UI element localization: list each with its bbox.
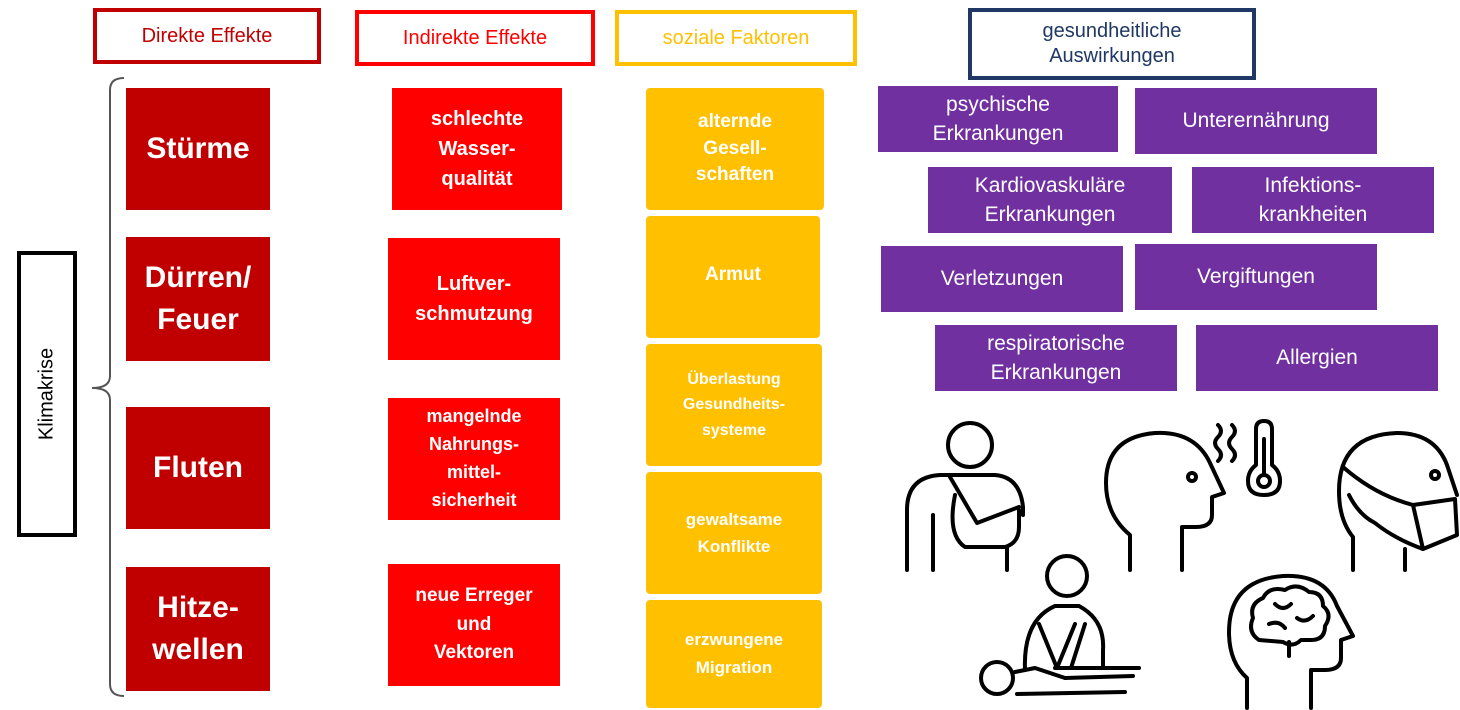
- health-impact-injuries: Verletzungen: [881, 246, 1123, 312]
- header-indirect-label: Indirekte Effekte: [402, 26, 548, 49]
- header-health-impacts: gesundheitliche Auswirkungen: [968, 8, 1256, 80]
- direct-effect-storms: Stürme: [126, 88, 270, 210]
- health-impact-poisonings: Vergiftungen: [1135, 244, 1377, 310]
- indirect-effect-food-security: mangelnde Nahrungs- mittel- sicherheit: [388, 398, 560, 520]
- header-health-label: gesundheitliche Auswirkungen: [1042, 20, 1182, 67]
- header-social-label: soziale Faktoren: [662, 26, 810, 49]
- header-indirect-effects: Indirekte Effekte: [355, 10, 595, 66]
- social-factor-label: Überlastung Gesundheits- systeme: [682, 370, 786, 439]
- header-direct-label: Direkte Effekte: [141, 24, 273, 47]
- social-factor-label: alternde Gesell- schaften: [695, 111, 775, 186]
- direct-effect-label: Fluten: [153, 451, 243, 484]
- indirect-effect-label: schlechte Wasser- qualität: [430, 108, 524, 190]
- social-factor-health-system-overload: Überlastung Gesundheits- systeme: [646, 344, 822, 466]
- header-direct-effects: Direkte Effekte: [93, 8, 321, 64]
- social-factor-label: erzwungene Migration: [684, 629, 784, 677]
- social-factor-poverty: Armut: [646, 216, 820, 338]
- direct-effect-heat-waves: Hitze- wellen: [126, 567, 270, 691]
- health-impact-label: Infektions- krankheiten: [1258, 173, 1368, 226]
- health-impact-label: Vergiftungen: [1197, 265, 1315, 289]
- health-impact-malnutrition: Unterernährung: [1135, 88, 1377, 154]
- social-factor-violent-conflicts: gewaltsame Konflikte: [646, 472, 822, 594]
- direct-effect-floods: Fluten: [126, 407, 270, 529]
- health-impact-label: psychische Erkrankungen: [932, 92, 1064, 145]
- climate-crisis-text: Klimakrise: [35, 347, 58, 441]
- social-factor-aging-societies: alternde Gesell- schaften: [646, 88, 824, 210]
- social-factor-label: gewaltsame Konflikte: [685, 509, 783, 556]
- health-impact-allergies: Allergien: [1196, 325, 1438, 391]
- health-impact-label: Unterernährung: [1182, 109, 1330, 133]
- health-impact-cardiovascular: Kardiovaskuläre Erkrankungen: [928, 167, 1172, 233]
- header-social-factors: soziale Faktoren: [615, 10, 857, 66]
- cpr-resuscitation-icon: [979, 554, 1141, 696]
- social-factor-label: Armut: [705, 263, 761, 285]
- indirect-effect-air-pollution: Luftver- schmutzung: [388, 238, 560, 360]
- indirect-effect-label: mangelnde Nahrungs- mittel- sicherheit: [426, 406, 522, 510]
- direct-effect-label: Stürme: [146, 132, 250, 165]
- health-impact-mental-disorders: psychische Erkrankungen: [878, 86, 1118, 152]
- health-impact-label: Verletzungen: [940, 267, 1064, 291]
- health-impact-label: respiratorische Erkrankungen: [987, 331, 1125, 384]
- health-impact-respiratory: respiratorische Erkrankungen: [935, 325, 1177, 391]
- health-impact-infectious-diseases: Infektions- krankheiten: [1192, 167, 1434, 233]
- climate-crisis-label: Klimakrise: [17, 251, 77, 537]
- indirect-effect-water-quality: schlechte Wasser- qualität: [392, 88, 562, 210]
- indirect-effect-pathogens-vectors: neue Erreger und Vektoren: [388, 564, 560, 686]
- health-impact-label: Kardiovaskuläre Erkrankungen: [974, 173, 1126, 226]
- fever-head-thermometer-icon: [1104, 419, 1282, 572]
- masked-head-icon: [1337, 431, 1459, 572]
- social-factor-forced-migration: erzwungene Migration: [646, 600, 822, 708]
- indirect-effect-label: neue Erreger und Vektoren: [415, 585, 533, 664]
- health-impact-label: Allergien: [1276, 346, 1358, 370]
- brain-head-icon: [1227, 573, 1355, 710]
- direct-effect-label: Hitze- wellen: [152, 591, 244, 666]
- direct-effect-label: Dürren/ Feuer: [144, 261, 252, 336]
- injured-arm-sling-icon: [905, 421, 1025, 572]
- direct-effect-drought-fire: Dürren/ Feuer: [126, 237, 270, 361]
- curly-brace: [91, 77, 125, 697]
- indirect-effect-label: Luftver- schmutzung: [415, 273, 533, 325]
